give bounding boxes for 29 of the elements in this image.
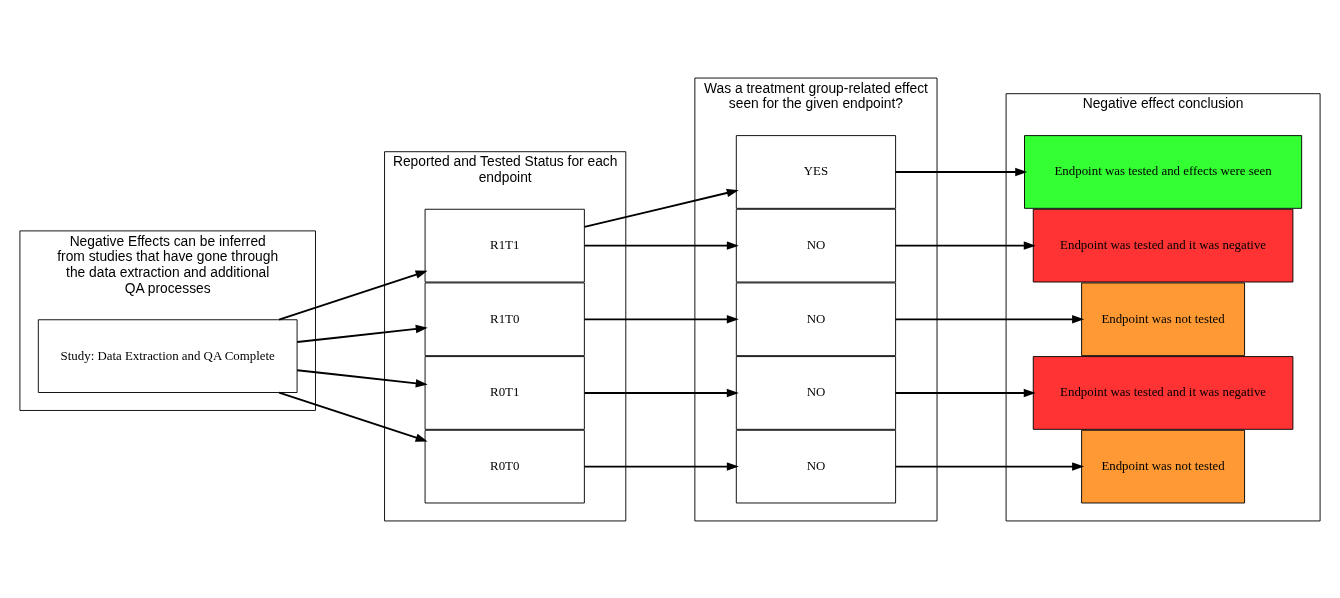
arrow: [894, 314, 1085, 323]
node-box: NO: [735, 208, 897, 282]
arrow: [278, 270, 428, 321]
arrow: [583, 461, 739, 471]
node-box: Endpoint was not tested: [1081, 281, 1246, 356]
node-box: Endpoint was tested and it was negative: [1032, 208, 1294, 282]
node-box: Endpoint was not tested: [1081, 429, 1246, 503]
arrow: [894, 388, 1036, 397]
node-box: Endpoint was tested and it was negative: [1032, 355, 1294, 430]
arrow: [894, 461, 1085, 471]
arrow: [583, 188, 739, 228]
arrow: [583, 240, 739, 250]
arrow: [583, 314, 739, 323]
node-box: Study: Data Extraction and QA Complete: [37, 318, 298, 393]
arrow: [894, 167, 1028, 176]
node-box: R1T1: [424, 208, 585, 282]
arrow: [296, 324, 428, 343]
node-box: R1T0: [424, 281, 585, 356]
arrow: [296, 368, 428, 387]
arrow: [278, 391, 428, 442]
arrow: [583, 388, 739, 397]
node-box: R0T0: [424, 429, 585, 503]
node-box: YES: [735, 134, 897, 209]
node-box: NO: [735, 281, 897, 356]
node-box: NO: [735, 355, 897, 430]
node-box: NO: [735, 429, 897, 503]
node-box: R0T1: [424, 355, 585, 430]
node-box: Endpoint was tested and effects were seen: [1024, 134, 1303, 209]
arrow: [894, 240, 1036, 250]
